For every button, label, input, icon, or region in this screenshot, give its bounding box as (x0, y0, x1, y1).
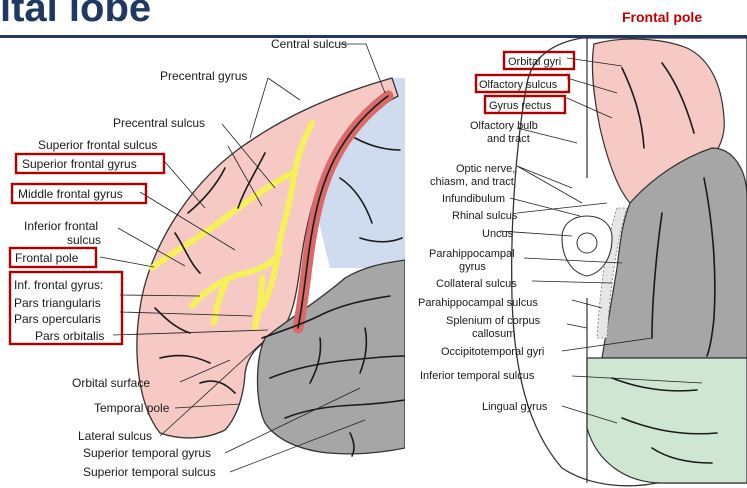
label-orbital-surface: Orbital surface (72, 376, 150, 390)
label-pars-orbitalis: Pars orbitalis (35, 329, 104, 343)
label-lingual-gyrus: Lingual gyrus (482, 401, 548, 413)
label-olfactory-bulb-2: and tract (487, 133, 530, 145)
label-central-sulcus: Central sulcus (271, 38, 347, 51)
label-splenium-2: callosum (472, 328, 515, 340)
label-precentral-gyrus: Precentral gyrus (160, 69, 247, 83)
label-parahippocampal-gyrus-1: Parahippocampal (429, 248, 515, 260)
label-pars-triangularis: Pars triangularis (14, 296, 101, 310)
label-occipitotemporal-gyri: Occipitotemporal gyri (441, 346, 544, 358)
label-superior-frontal-sulcus: Superior frontal sulcus (38, 138, 157, 152)
label-olfactory-sulcus: Olfactory sulcus (479, 79, 558, 91)
label-inferior-frontal-1: Inferior frontal (24, 219, 98, 233)
inferior-brain-svg: Orbital gyri Olfactory sulcus Gyrus rect… (412, 38, 747, 488)
label-inf-frontal-gyrus: Inf. frontal gyrus: (14, 278, 103, 292)
frontal-pole-corner-label: Frontal pole (622, 9, 702, 25)
label-frontal-pole: Frontal pole (15, 251, 79, 265)
label-pars-opercularis: Pars opercularis (14, 312, 101, 326)
label-rhinal-sulcus: Rhinal sulcus (452, 210, 518, 222)
label-infundibulum: Infundibulum (442, 193, 505, 205)
label-uncus: Uncus (482, 228, 514, 240)
lateral-brain-figure: Central sulcus Precentral gyrus Precentr… (0, 38, 405, 488)
label-orbital-gyri: Orbital gyri (508, 56, 561, 68)
label-parahippocampal-gyrus-2: gyrus (459, 261, 486, 273)
label-superior-temporal-sulcus: Superior temporal sulcus (83, 465, 216, 479)
label-middle-frontal-gyrus: Middle frontal gyrus (18, 187, 123, 201)
label-parahippocampal-sulcus: Parahippocampal sulcus (418, 297, 538, 309)
label-inferior-temporal-sulcus: Inferior temporal sulcus (420, 370, 535, 382)
label-splenium-1: Splenium of corpus (446, 315, 541, 327)
label-optic-2: chiasm, and tract (430, 176, 514, 188)
label-optic-1: Optic nerve, (456, 163, 515, 175)
label-gyrus-rectus: Gyrus rectus (489, 100, 552, 112)
label-lateral-sulcus: Lateral sulcus (78, 429, 152, 443)
label-collateral-sulcus: Collateral sulcus (436, 278, 517, 290)
inferior-brain-figure: Orbital gyri Olfactory sulcus Gyrus rect… (412, 38, 747, 488)
label-superior-temporal-gyrus: Superior temporal gyrus (83, 446, 211, 460)
label-inferior-frontal-2: sulcus (67, 233, 101, 247)
label-olfactory-bulb-1: Olfactory bulb (470, 120, 538, 132)
label-superior-frontal-gyrus: Superior frontal gyrus (22, 157, 137, 171)
label-precentral-sulcus: Precentral sulcus (113, 116, 205, 130)
lateral-brain-svg: Central sulcus Precentral gyrus Precentr… (0, 38, 405, 488)
label-temporal-pole: Temporal pole (94, 401, 170, 415)
occipital-lobe-inferior (587, 358, 747, 483)
slide-title: ital lobe (0, 0, 151, 31)
